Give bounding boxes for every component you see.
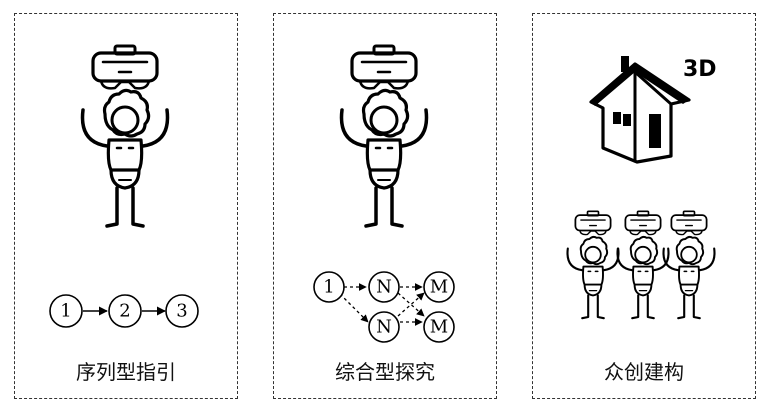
svg-text:1: 1 (323, 277, 334, 298)
flow-node: M (423, 311, 455, 343)
vr-headset-icon (574, 210, 612, 236)
panel-1-drawing: 1 2 3 (49, 44, 199, 328)
svg-text:1: 1 (60, 301, 71, 322)
panel-integrated-inquiry: 1 N M N M 综合型探究 (273, 13, 497, 399)
person-icon (566, 235, 620, 320)
panel-caption: 序列型指引 (76, 360, 176, 384)
vr-headset-icon (350, 44, 418, 90)
svg-text:2: 2 (119, 301, 130, 322)
flow-node: N (368, 311, 400, 343)
flow-node: 1 (313, 271, 345, 303)
flow-node: 2 (108, 294, 142, 328)
panel-caption: 综合型探究 (335, 360, 435, 384)
vr-headset-icon (91, 44, 159, 90)
person-icon (662, 235, 716, 320)
svg-text:N: N (376, 277, 392, 298)
person-icon (80, 88, 170, 228)
house-icon (589, 56, 691, 164)
svg-text:M: M (430, 317, 448, 338)
panel-2-drawing: 1 N M N M (313, 44, 455, 343)
flow-node: M (423, 271, 455, 303)
svg-text:3: 3 (176, 301, 187, 322)
panel-3-drawing: 3D (566, 56, 717, 320)
svg-text:N: N (376, 317, 392, 338)
flow-arrow (397, 292, 425, 317)
vr-headset-icon (624, 210, 662, 236)
flow-node: 3 (165, 294, 199, 328)
flow-arrow (339, 293, 369, 323)
exploration-flow (339, 283, 425, 326)
person-icon (616, 235, 670, 320)
panel-caption: 众创建构 (604, 360, 684, 384)
panel-crowd-creation: 3D 众创建构 (532, 13, 756, 399)
sequence-flow: 1 2 3 (49, 294, 199, 328)
flow-arrow (397, 292, 425, 317)
vr-headset-icon (670, 210, 708, 236)
panel-sequential-guidance: 1 2 3 序列型指引 (14, 13, 238, 399)
flow-node: 1 (49, 294, 83, 328)
svg-text:M: M (430, 277, 448, 298)
flow-node: N (368, 271, 400, 303)
person-icon (339, 88, 429, 228)
3d-badge: 3D (683, 57, 717, 82)
